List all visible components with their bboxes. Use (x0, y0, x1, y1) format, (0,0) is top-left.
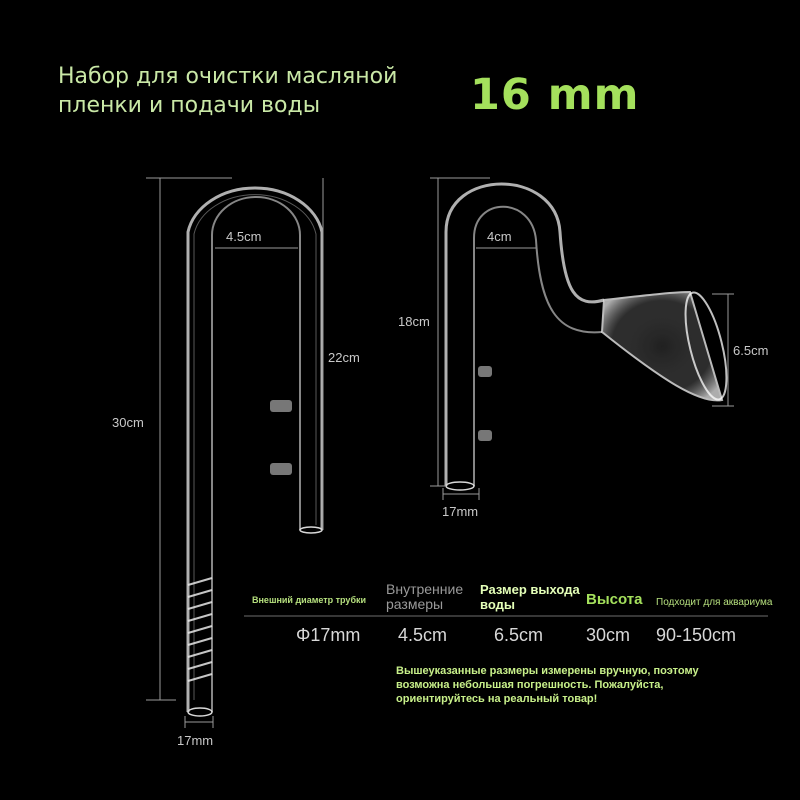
spec-header-aquarium: Подходит для аквариума (656, 597, 773, 608)
spec-header-inner-size: Внутренние размеры (386, 581, 464, 612)
disclaimer-line-3: ориентируйтесь на реальный товар! (396, 693, 598, 705)
spec-value-aquarium: 90-150cm (656, 625, 737, 645)
spec-value-height: 30cm (586, 625, 631, 645)
left-pipe-diameter-label: 17mm (177, 733, 214, 748)
right-pipe-diameter-label: 17mm (442, 504, 479, 519)
disclaimer-line-2: возможна небольшая погрешность. Пожалуйс… (396, 679, 664, 691)
disclaimer-line-1: Вышеуказанные размеры измерены вручную, … (396, 665, 699, 677)
lily-pipe-outflow (430, 177, 734, 500)
spec-value-inner-size: 4.5cm (398, 625, 448, 645)
left-pipe-width-label: 4.5cm (226, 229, 262, 244)
product-title: Набор для очистки масляной пленки и пода… (58, 62, 397, 120)
spec-header-height: Высота (586, 591, 643, 608)
title-line-1: Набор для очистки масляной (58, 64, 398, 89)
spec-header-outlet-size: Размер выхода воды (480, 582, 580, 612)
disclaimer-note: Вышеуказанные размеры измерены вручную, … (396, 664, 726, 706)
spec-value-outlet-size: 6.5cm (494, 625, 544, 645)
right-pipe-width-label: 4cm (487, 229, 512, 244)
lily-pipe-inflow (146, 177, 324, 728)
left-pipe-height-label: 30cm (112, 415, 144, 430)
spec-value-outer-diameter: Φ17mm (296, 625, 361, 645)
title-line-2: пленки и подачи воды (58, 93, 321, 118)
pipe-size-heading: 16 mm (470, 70, 640, 120)
spec-header-outer-diameter: Внешний диаметр трубки (252, 595, 367, 605)
suction-clip (478, 366, 492, 377)
right-pipe-mouth-label: 6.5cm (733, 343, 769, 358)
suction-clip (270, 463, 292, 475)
ribbed-section (187, 577, 213, 682)
suction-clip (270, 400, 292, 412)
suction-clip (478, 430, 492, 441)
right-pipe-height-label: 18cm (398, 314, 430, 329)
left-pipe-length-label: 22cm (328, 350, 360, 365)
